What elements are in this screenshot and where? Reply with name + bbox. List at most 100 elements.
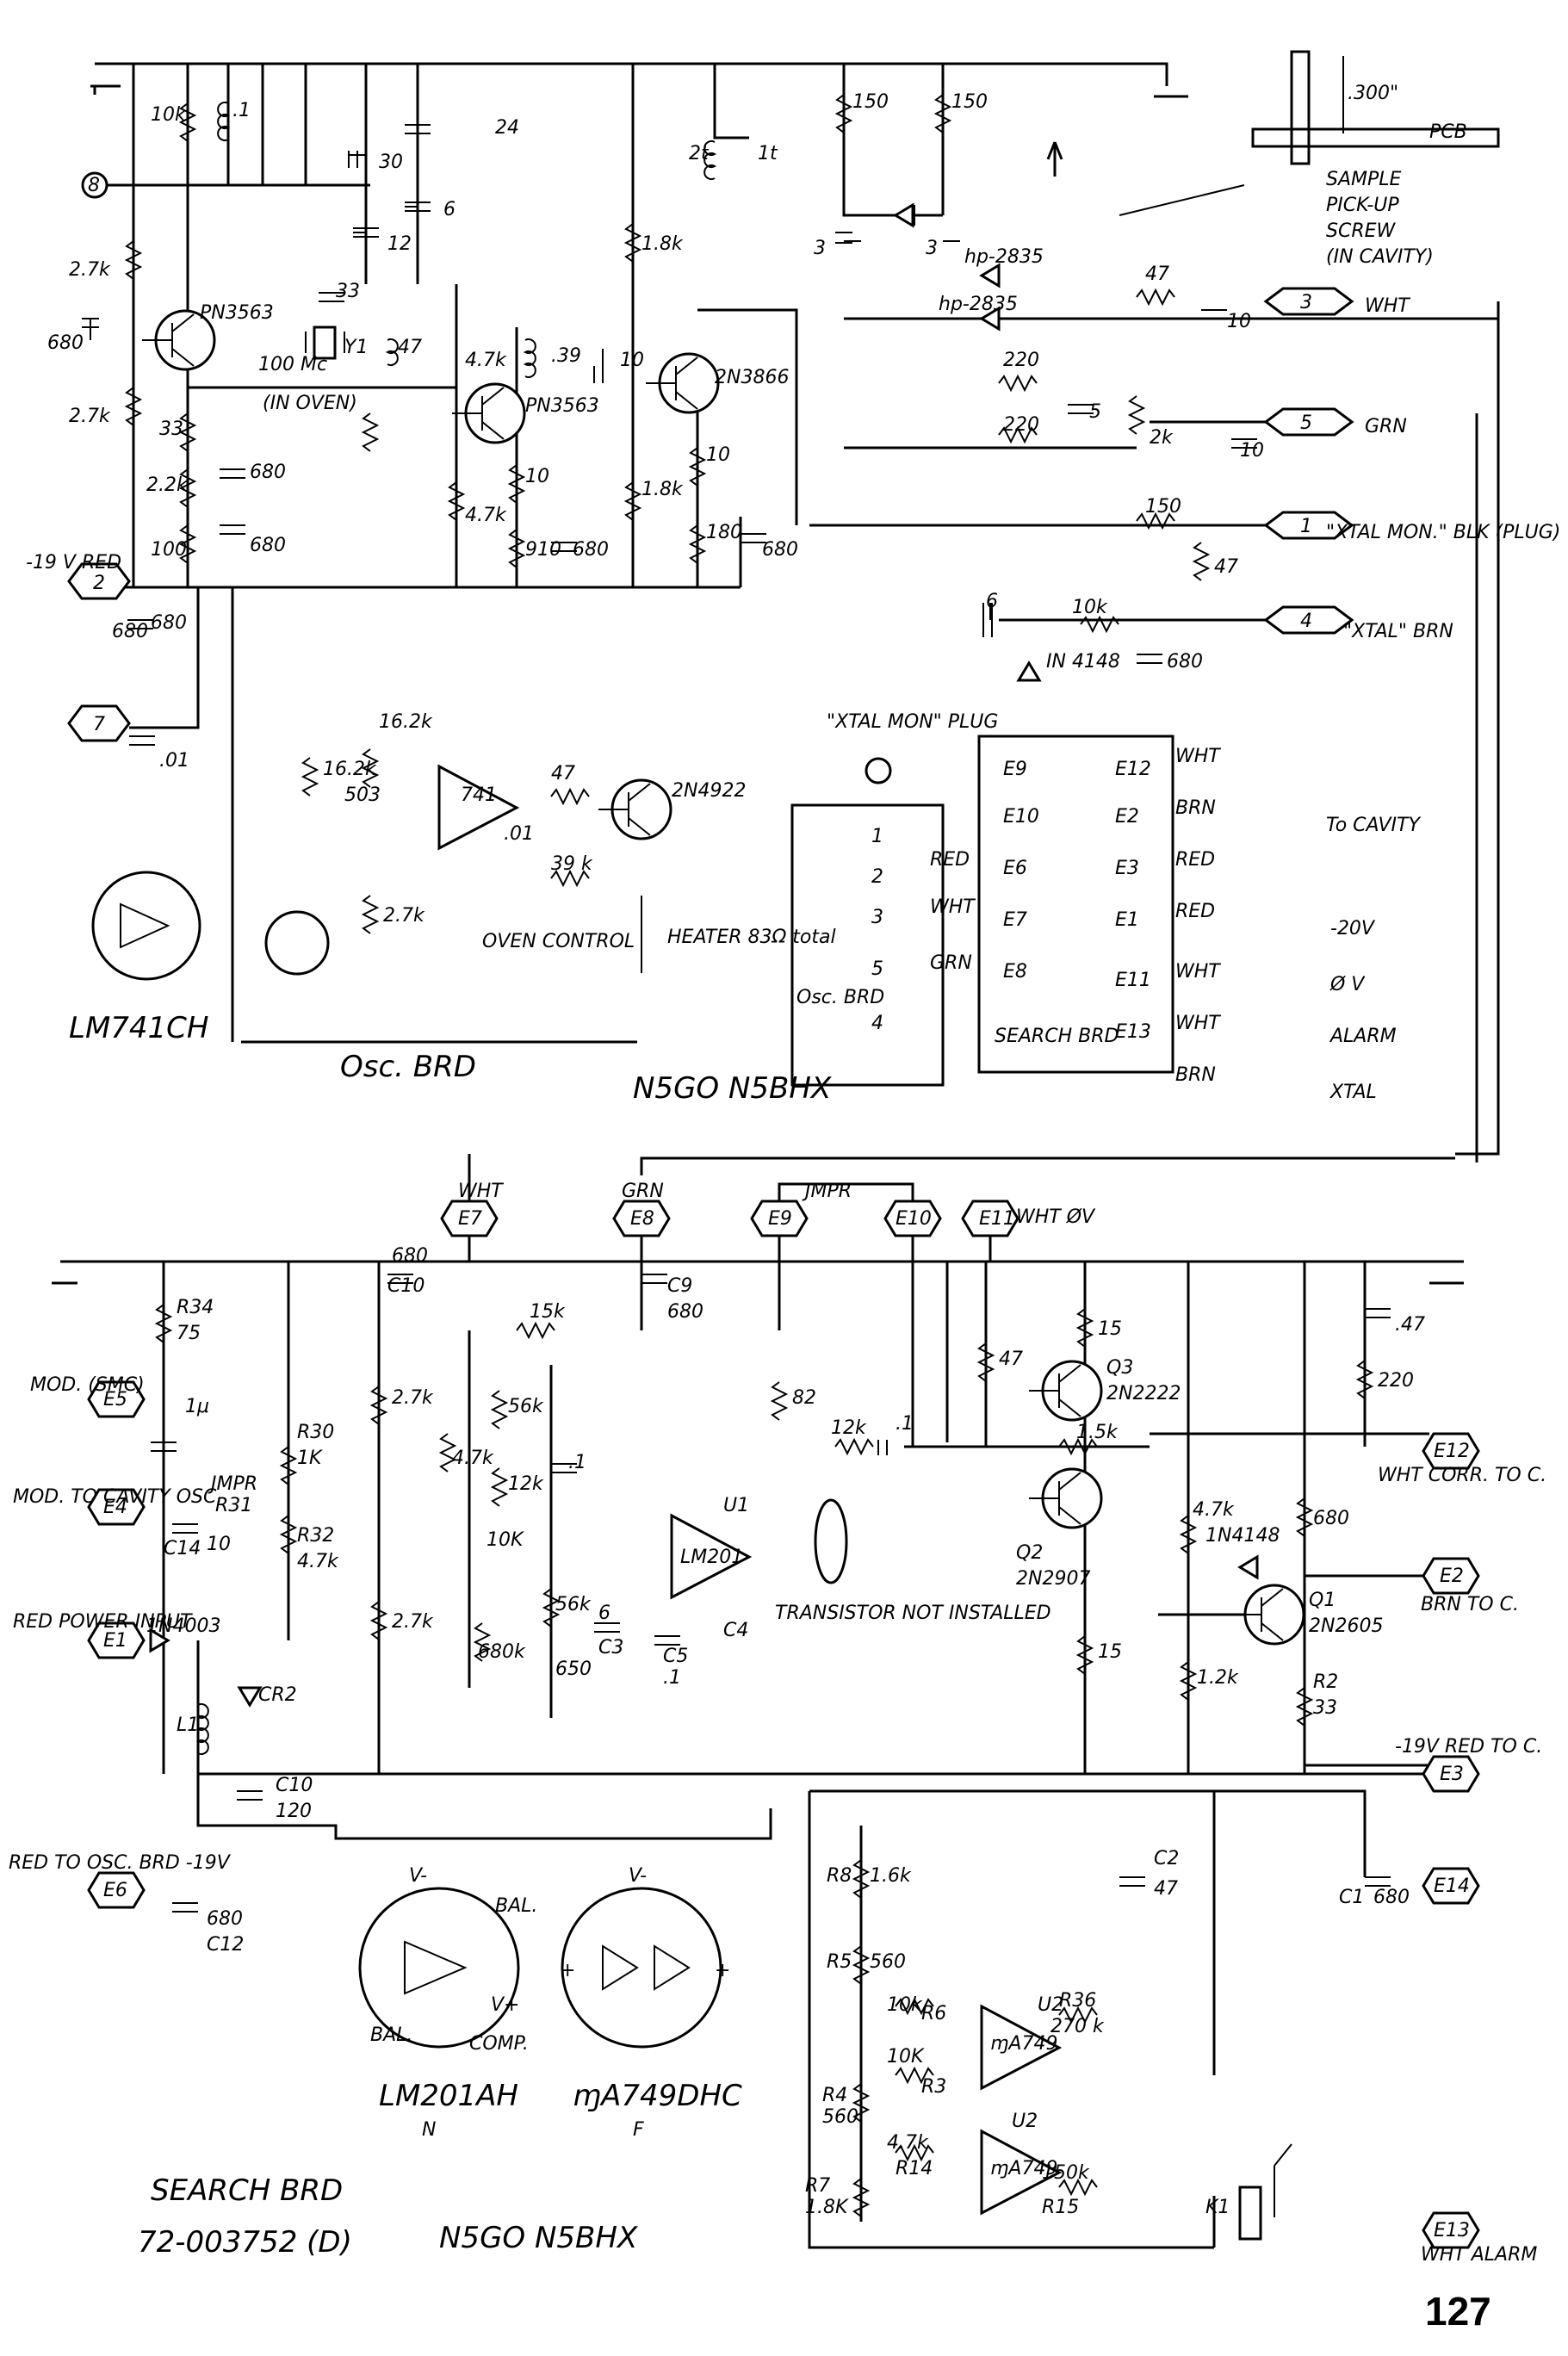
capacitor-label: .47 (1395, 1314, 1425, 1336)
pin-e9-num: E9 (768, 1208, 792, 1230)
capacitor-label: 12 (387, 233, 412, 255)
search-pin-e7: E7 (1003, 909, 1027, 931)
resistor-label: 1.2k (1197, 1667, 1239, 1689)
resistor-label: 47 (999, 1348, 1023, 1370)
resistor-label: R7 (805, 2175, 830, 2197)
resistor-label: 4.7k (1193, 1499, 1235, 1521)
capacitor-label: 680 (1373, 1887, 1410, 1908)
capacitor-label: 33 (336, 281, 360, 302)
capacitor-label: 30 (379, 152, 403, 173)
ic-u2b-part: ɱA749 (990, 2158, 1057, 2179)
wire-color-1: RED (930, 849, 970, 871)
capacitor-label: 680 (573, 539, 609, 561)
resistor-label: 270 k (1050, 2016, 1105, 2037)
capacitor-label: .1 (896, 1413, 914, 1435)
terminal-alarm: ALARM (1329, 1026, 1397, 1047)
capacitor-label: 47 (1154, 1878, 1178, 1900)
pin-e13-label: WHT ALARM (1421, 2244, 1537, 2266)
interconnect-search-brd: SEARCH BRD (995, 1026, 1119, 1047)
search-pin-e2: E2 (1115, 806, 1139, 828)
osc-pin-3: 3 (871, 907, 883, 928)
pin-e11-num: E11 (979, 1208, 1015, 1230)
resistor-label: 4.7k (452, 1448, 494, 1469)
ma749-pin-vminus: V- (629, 1865, 647, 1887)
pickup-pcb: PCB (1429, 121, 1467, 143)
resistor-label: 2.7k (383, 905, 425, 927)
capacitor-label: 10 (207, 1534, 231, 1555)
capacitor-label: .01 (504, 823, 534, 845)
capacitor-label: 10 (1240, 440, 1264, 462)
search-brd-caption: SEARCH BRD (151, 2173, 343, 2208)
resistor-10k-label: 10k (151, 104, 187, 126)
conn-1-num: 1 (1300, 516, 1312, 537)
crystal-label: Y1 (344, 337, 368, 358)
inductor-label: .1 (232, 100, 251, 121)
resistor-label: 560 (822, 2106, 858, 2128)
conn-1-label: "XTAL MON." BLK (PLUG) (1326, 522, 1560, 543)
resistor-label: R32 (297, 1525, 334, 1547)
resistor-label: 4.7k (297, 1551, 339, 1572)
terminal-neg20v: -20V (1330, 918, 1376, 939)
resistor-label: R4 (822, 2085, 847, 2106)
capacitor-label: .01 (159, 750, 189, 772)
pin-e1-label: RED POWER INPUT (13, 1611, 193, 1633)
capacitor-label: C9 (667, 1275, 692, 1297)
search-pin-e13: E13 (1115, 1021, 1151, 1043)
conn-5-num: 5 (1300, 412, 1312, 434)
ic-u2a-ref: U2 (1038, 1994, 1063, 2016)
capacitor-label: 3 (814, 238, 826, 259)
resistor-label: 2.7k (392, 1387, 434, 1409)
capacitor-label: 10 (620, 350, 644, 371)
pin-e3-num: E3 (1440, 1764, 1464, 1785)
capacitor-label: 24 (495, 117, 519, 139)
resistor-label: 56k (555, 1594, 592, 1615)
capacitor-label: 1μ (185, 1396, 209, 1417)
pin-e5-num: E5 (103, 1389, 127, 1410)
capacitor-label: 3 (926, 238, 938, 259)
resistor-label: 1.5k (1076, 1422, 1119, 1443)
lm201ah-label: LM201AH (379, 2079, 518, 2113)
osc-pin-4: 4 (871, 1013, 883, 1034)
resistor-label: 1.8K (805, 2197, 849, 2218)
resistor-label: 150 (951, 91, 988, 113)
resistor-label: R14 (896, 2158, 933, 2179)
resistor-label: 1K (297, 1448, 323, 1469)
resistor-label: 10 (525, 466, 549, 487)
capacitor-label: 680 (1167, 651, 1203, 673)
resistor-label: 4.7k (465, 505, 507, 526)
search-pin-e10: E10 (1003, 806, 1039, 828)
pin-e6-label: RED TO OSC. BRD -19V (9, 1852, 232, 1874)
pin-e1-num: E1 (103, 1630, 127, 1652)
transistor-q-label-1: PN3563 (200, 302, 274, 324)
wire-color-r1: WHT (1175, 746, 1221, 767)
transistor-q-label-3: 2N3866 (715, 367, 789, 388)
ic-u2a-part: ɱA749 (990, 2033, 1057, 2055)
lm201-pin-vplus: V+ (491, 1994, 519, 2016)
pin-e13-num: E13 (1434, 2220, 1470, 2241)
resistor-label: 47 (551, 763, 575, 784)
capacitor-label: 680 (392, 1245, 428, 1267)
resistor-label: 75 (177, 1323, 201, 1344)
resistor-label: 680k (478, 1641, 526, 1663)
resistor-label: 10K (887, 2046, 925, 2068)
capacitor-label: C10 (276, 1775, 313, 1796)
pin-e11-color: WHT ØV (1016, 1206, 1096, 1228)
capacitor-label: 680 (250, 462, 286, 483)
resistor-label: 100 (151, 539, 187, 561)
pin-e7-num: E7 (458, 1208, 482, 1230)
wire-color-2: WHT (930, 896, 976, 918)
pin-e4-label: MOD. TO CAVITY OSC. (13, 1486, 222, 1508)
pin-e2-num: E2 (1440, 1566, 1464, 1587)
conn-3-num: 3 (1300, 292, 1312, 313)
search-pin-e9: E9 (1003, 759, 1027, 780)
resistor-label: 150 (852, 91, 889, 113)
resistor-label: 150 (1145, 496, 1181, 518)
conn-4-label: "XTAL" BRN (1343, 621, 1453, 642)
wire-color-r2: BRN (1175, 797, 1216, 819)
resistor-label: 560 (870, 1951, 906, 1973)
resistor-label: 16.2k (323, 759, 377, 780)
oscillator-board-labels: 10k 2.7k 2.7k 680 PN3563 PN3563 2N3866 2… (26, 83, 1560, 1106)
resistor-label: 150k (1042, 2162, 1090, 2184)
pin-e12-label: WHT CORR. TO C. (1378, 1465, 1546, 1486)
capacitor-label: 680 (762, 539, 798, 561)
